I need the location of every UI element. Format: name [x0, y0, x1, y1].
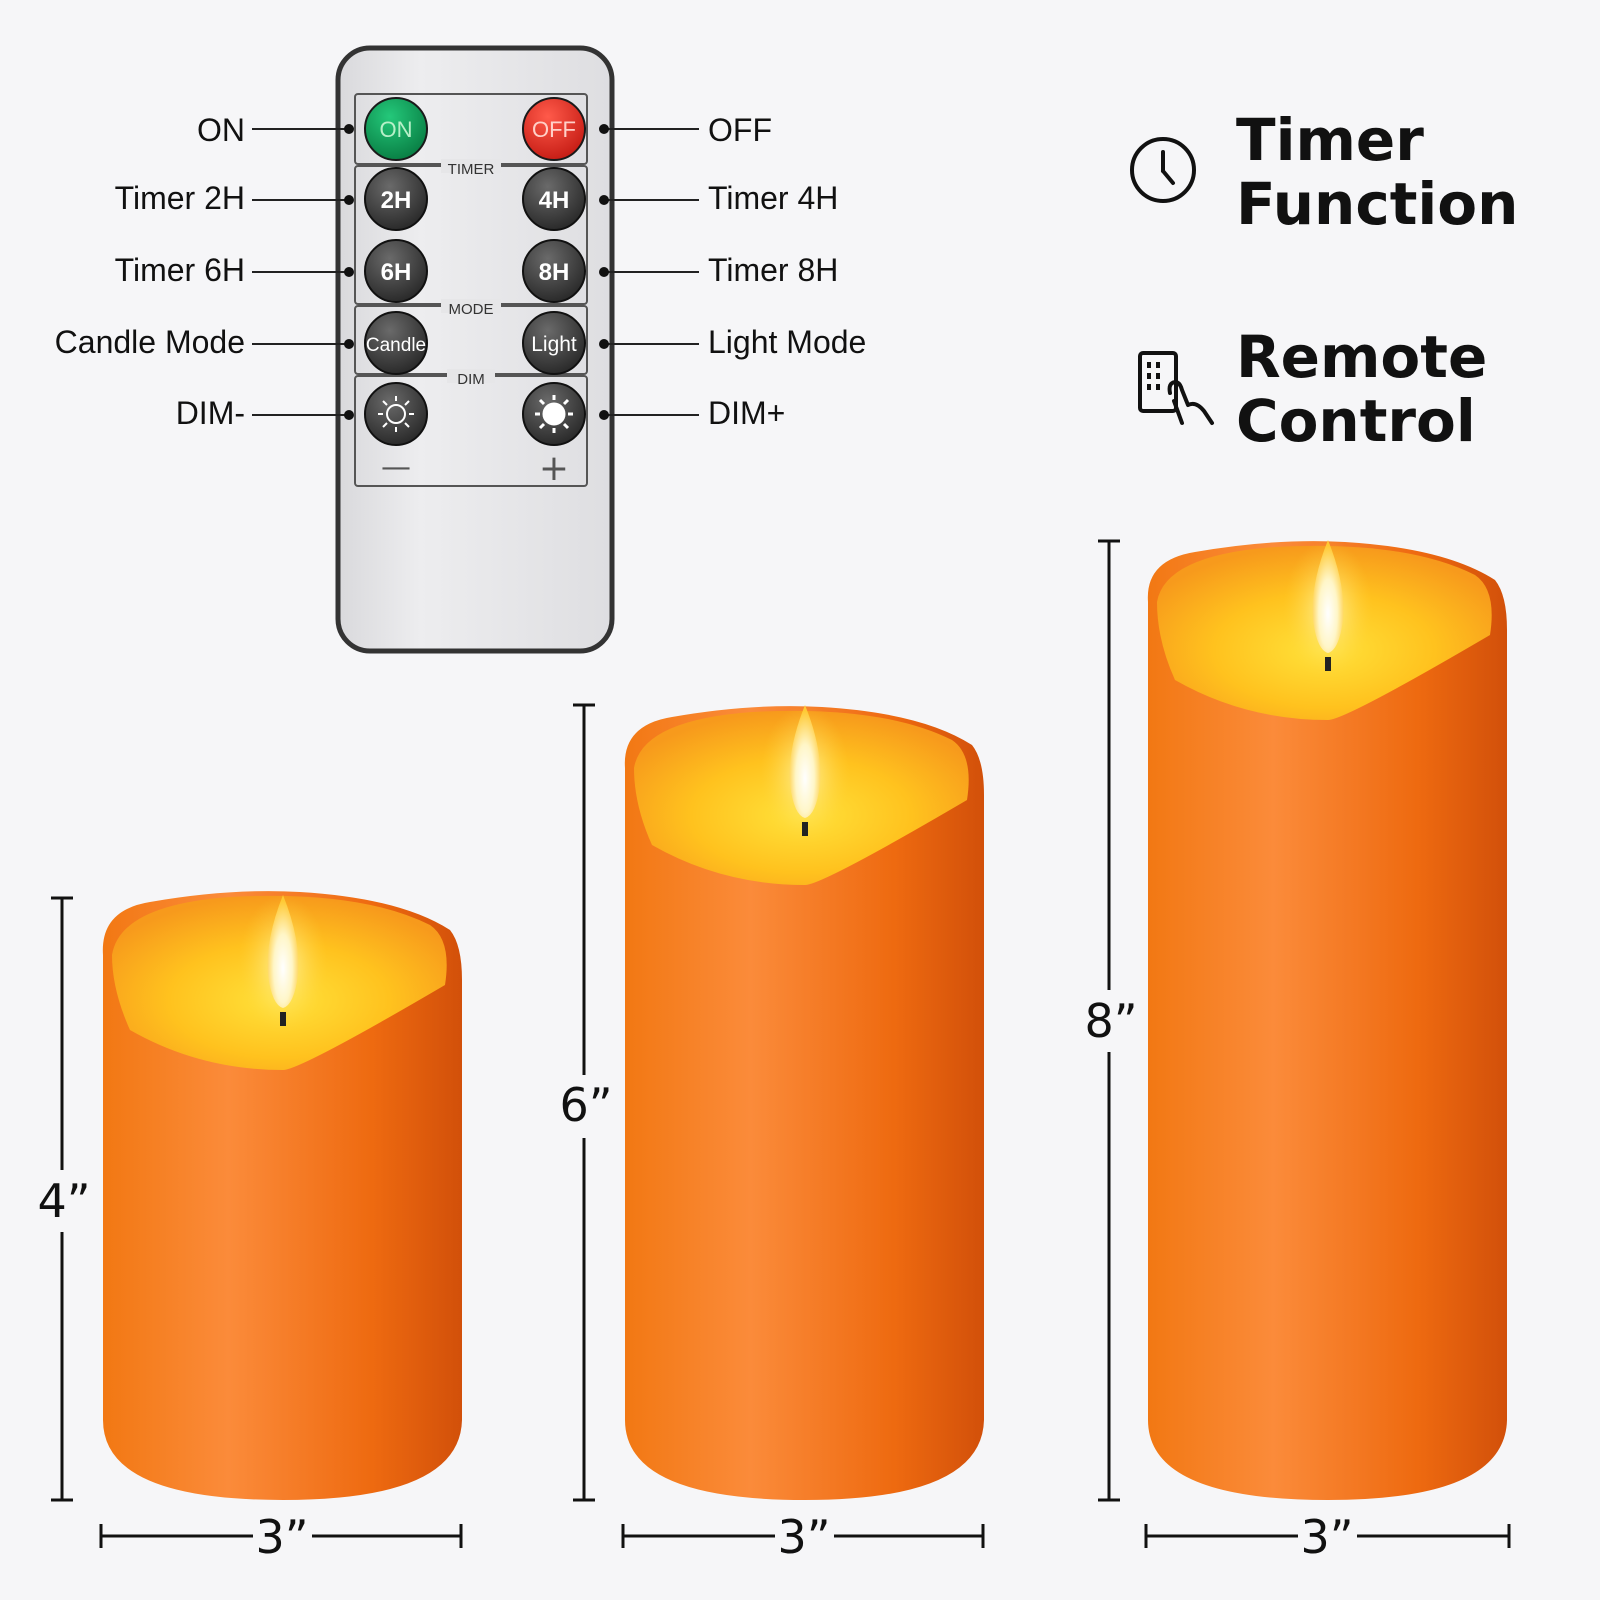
callout-dot — [599, 339, 609, 349]
callout-leader-line — [252, 271, 348, 273]
timer-4h-button[interactable]: 4H — [522, 167, 586, 231]
section-dim-label: DIM — [457, 371, 485, 388]
flame-icon — [267, 895, 299, 1008]
callout-leader-line — [603, 128, 699, 130]
dim-plus-symbol: + — [539, 448, 569, 489]
height-label-8: 8” — [1084, 994, 1137, 1048]
callout-dot — [599, 410, 609, 420]
clock-icon — [1130, 137, 1196, 203]
section-timer-label: TIMER — [448, 161, 495, 178]
callout-dim-minus: DIM- — [175, 395, 245, 431]
callout-leader-line — [252, 343, 348, 345]
svg-text:8H: 8H — [539, 259, 570, 286]
height-label-6: 6” — [559, 1078, 612, 1132]
callout-dot — [344, 124, 354, 134]
callout-leader-line — [603, 271, 699, 273]
sun-filled-icon — [535, 395, 573, 433]
dim-minus-symbol: — — [381, 450, 411, 485]
callout-timer-2h: Timer 2H — [114, 180, 245, 216]
section-mode-label: MODE — [449, 301, 494, 318]
sun-outline-icon — [378, 396, 414, 432]
callout-dot — [599, 267, 609, 277]
callout-timer-4h: Timer 4H — [708, 180, 839, 216]
callout-dot — [599, 124, 609, 134]
height-dimension-lines — [51, 539, 1120, 1502]
callout-leader-line — [252, 128, 348, 130]
callout-timer-6h: Timer 6H — [114, 252, 245, 288]
callout-dot — [599, 195, 609, 205]
callout-candle-mode: Candle Mode — [54, 324, 245, 360]
callout-leader-line — [252, 414, 348, 416]
dim-plus-button[interactable] — [522, 382, 586, 446]
callout-dim-plus: DIM+ — [708, 395, 786, 431]
callout-off: OFF — [708, 112, 772, 148]
remote-hand-icon — [1138, 351, 1214, 425]
callout-light-mode: Light Mode — [708, 324, 867, 360]
callout-dot — [344, 410, 354, 420]
callout-leader-line — [603, 199, 699, 201]
candle-large — [1147, 540, 1507, 1500]
callout-timer-8h: Timer 8H — [708, 252, 839, 288]
callout-leader-line — [252, 199, 348, 201]
callout-leader-line — [603, 414, 699, 416]
width-dimension-lines — [99, 1524, 1511, 1548]
width-label: 3” — [255, 1510, 308, 1564]
timer-2h-button[interactable]: 2H — [364, 167, 428, 231]
callout-dot — [344, 267, 354, 277]
svg-text:6H: 6H — [381, 259, 412, 286]
on-button[interactable]: ON — [364, 97, 428, 161]
width-label: 3” — [1300, 1510, 1353, 1564]
callout-dot — [344, 195, 354, 205]
callout-on: ON — [197, 112, 245, 148]
callout-dot — [344, 339, 354, 349]
feature-remote-control-title: Remote Control — [1236, 323, 1488, 455]
candle-medium — [624, 705, 984, 1500]
timer-6h-button[interactable]: 6H — [364, 239, 428, 303]
height-label-4: 4” — [37, 1174, 90, 1228]
flame-icon — [1312, 540, 1344, 653]
light-mode-button[interactable]: Light — [522, 311, 586, 375]
dim-minus-button[interactable] — [364, 382, 428, 446]
off-button[interactable]: OFF — [522, 97, 586, 161]
callout-leader-line — [603, 343, 699, 345]
candle-mode-button[interactable]: Candle — [364, 311, 428, 375]
svg-text:Light: Light — [531, 333, 577, 356]
width-label: 3” — [777, 1510, 830, 1564]
svg-text:4H: 4H — [539, 187, 570, 214]
remote-control: TIMER MODE DIM ON OFF 2H 4H 6H 8H — [335, 45, 615, 654]
timer-8h-button[interactable]: 8H — [522, 239, 586, 303]
feature-timer-function-title: Timer Function — [1236, 106, 1519, 238]
svg-text:2H: 2H — [381, 187, 412, 214]
candle-small — [102, 891, 462, 1500]
flame-icon — [789, 705, 821, 818]
svg-text:ON: ON — [380, 117, 413, 142]
svg-text:Candle: Candle — [366, 335, 426, 356]
svg-text:OFF: OFF — [532, 117, 576, 142]
